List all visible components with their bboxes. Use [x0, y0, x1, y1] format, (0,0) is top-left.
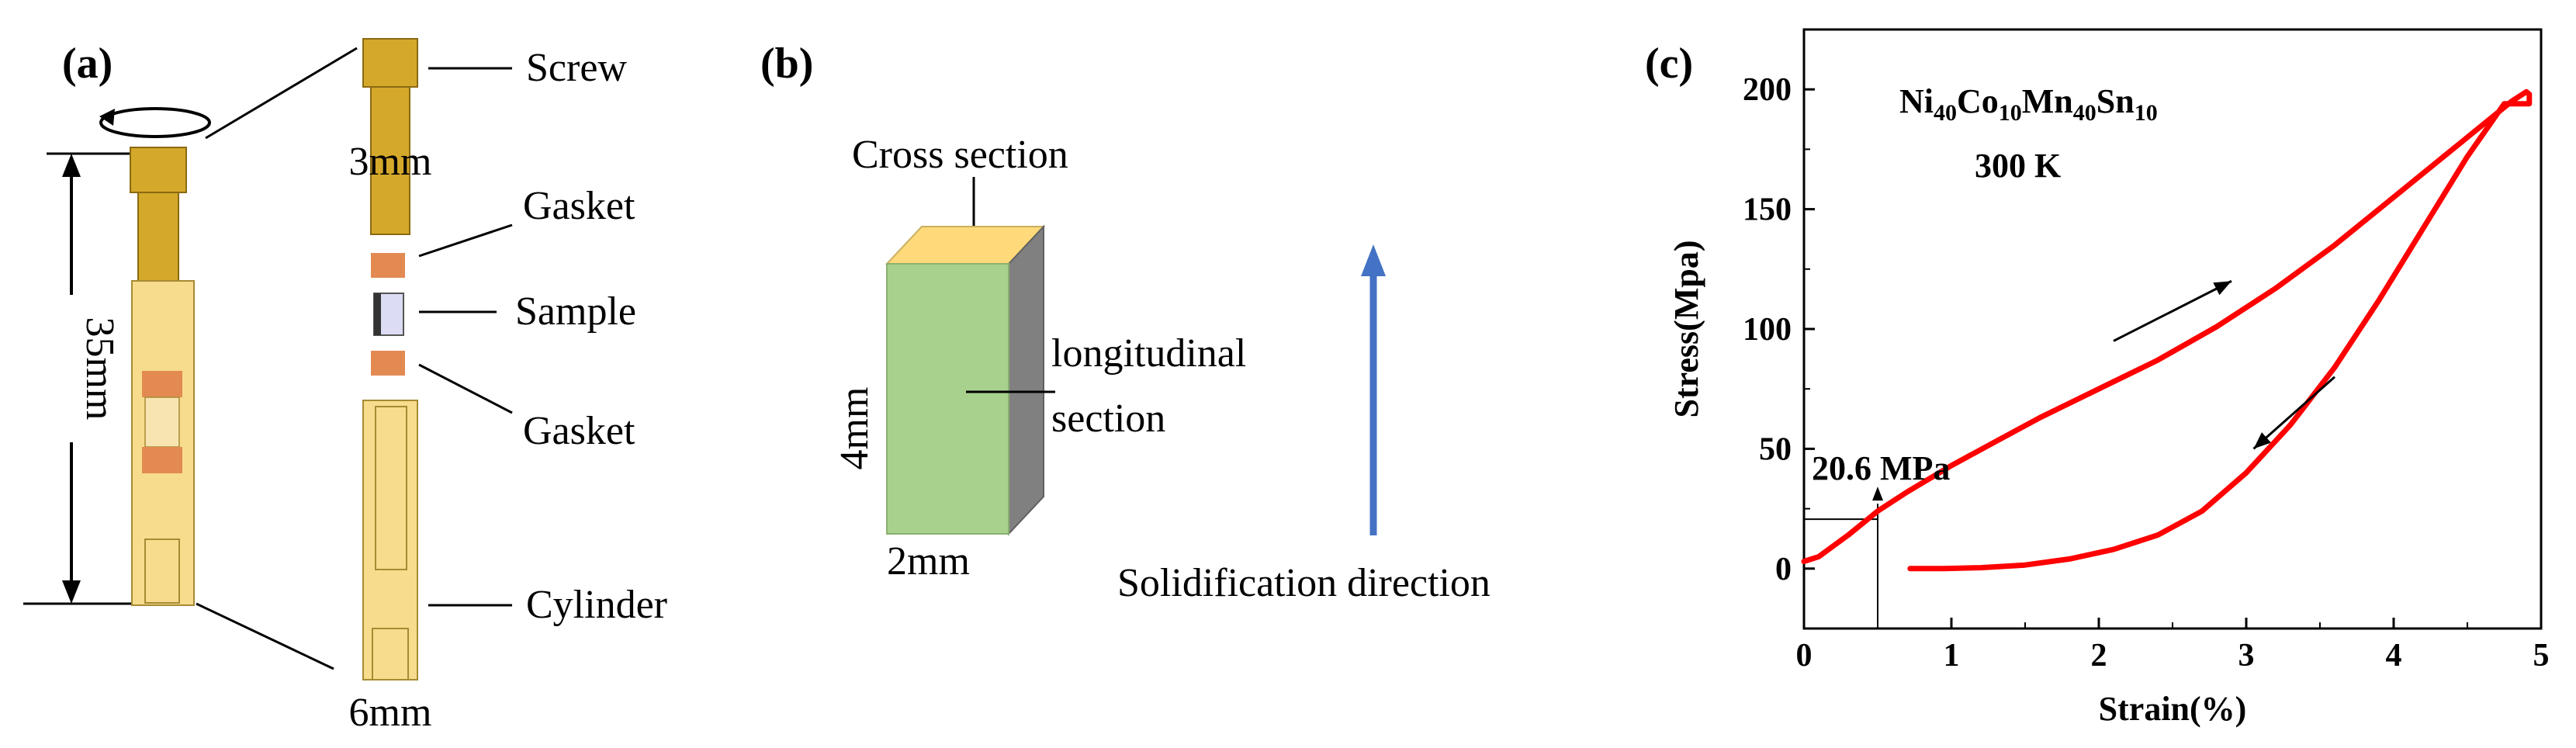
panel-b-label: (b) — [760, 40, 813, 88]
composition-co: Co — [1957, 82, 1999, 120]
x-tick-label: 0 — [1796, 638, 1813, 674]
part-label-screw: Screw — [526, 46, 627, 90]
block-side-face — [1008, 224, 1044, 536]
direction-arrows — [2113, 279, 2335, 450]
panel-c-label: (c) — [1645, 40, 1693, 88]
exploded-screw-head — [362, 38, 418, 88]
stress-annotation: 20.6 MPa — [1812, 449, 1950, 487]
dim-arrow-up-icon — [62, 154, 81, 177]
dim-length-label: 35mm — [78, 317, 122, 421]
composition-ni: Ni — [1899, 82, 1934, 120]
longitudinal-label-2: section — [1051, 397, 1165, 441]
assembled-gasket-top — [142, 371, 182, 397]
rotation-arrowhead-icon — [99, 109, 115, 126]
longitudinal-label-1: longitudinal — [1051, 331, 1246, 376]
part-label-cylinder: Cylinder — [526, 583, 667, 627]
block-height-label: 4mm — [833, 387, 877, 470]
panel-b: (b) Cross section longitudinal section 4… — [760, 40, 1491, 605]
part-label-gasket-top: Gasket — [523, 184, 635, 228]
dim-arrow-down-icon — [62, 580, 81, 604]
rotation-arrow-icon — [99, 107, 211, 138]
x-tick-label: 1 — [1944, 638, 1960, 674]
temperature-label: 300 K — [1975, 147, 2061, 185]
assembled-screw-shaft — [137, 192, 179, 282]
exploded-cylinder — [362, 400, 418, 680]
exploded-cylinder-base — [372, 628, 409, 680]
block-width-label: 2mm — [887, 539, 970, 584]
exploded-sample-edge — [374, 293, 381, 335]
y-tick-label: 100 — [1743, 312, 1792, 348]
loading-arrow — [2113, 279, 2232, 342]
guide-arrow-icon — [1872, 487, 1883, 501]
composition-sn-sub: 10 — [2135, 100, 2158, 126]
x-axis-title: Strain(%) — [2099, 690, 2247, 728]
connector-bottom — [196, 602, 334, 670]
composition-co-sub: 10 — [1999, 100, 2022, 126]
exploded-cylinder-bore — [375, 406, 407, 570]
x-tick-label: 2 — [2091, 638, 2107, 674]
assembled-gasket-bottom — [142, 447, 182, 473]
unloading-arrow — [2252, 376, 2335, 450]
assembled-sample — [144, 397, 180, 448]
panel-c: (c) Strain(%) Stress(Mpa) Ni40Co10Mn40Sn… — [1645, 28, 2550, 728]
curve-layer — [1801, 88, 2533, 572]
loading-arrowhead-icon — [2213, 281, 2231, 296]
x-tick-label: 4 — [2386, 638, 2402, 674]
gasket-top-leader — [418, 223, 513, 258]
y-axis-title: Stress(Mpa) — [1667, 241, 1705, 418]
exploded-gasket-bottom — [371, 351, 405, 376]
y-tick-label: 50 — [1759, 431, 1792, 467]
composition-sn: Sn — [2096, 82, 2135, 120]
solidification-label: Solidification direction — [1117, 561, 1491, 605]
gasket-bottom-leader — [418, 363, 513, 414]
connector-top — [205, 47, 358, 140]
unloading-arrowhead-icon — [2253, 432, 2271, 449]
y-tick-label: 150 — [1743, 192, 1792, 228]
screw-diameter-label: 3mm — [349, 140, 432, 184]
panel-a-label: (a) — [62, 40, 113, 88]
assembled-screw-head — [130, 147, 187, 193]
x-tick-label: 5 — [2533, 638, 2550, 674]
exploded-screw-shaft — [370, 86, 410, 235]
stress-strain-curve — [1801, 88, 2533, 572]
composition-ni-sub: 40 — [1934, 100, 1957, 126]
cross-section-label: Cross section — [852, 133, 1068, 177]
composition-mn-sub: 40 — [2073, 100, 2096, 126]
x-tick-label: 3 — [2238, 638, 2255, 674]
part-label-gasket-bottom: Gasket — [523, 409, 635, 453]
panel-a: (a) 35mm 3mm 6mm — [23, 38, 667, 735]
block-front-face — [886, 263, 1009, 535]
y-tick-label: 0 — [1775, 552, 1792, 587]
dim-label-bg — [43, 295, 102, 442]
assembled-cylinder-bore — [144, 538, 180, 604]
composition-label: Ni40Co10Mn40Sn10 — [1899, 82, 2158, 126]
solidification-arrow-icon — [1361, 244, 1386, 276]
composition-mn: Mn — [2022, 82, 2073, 120]
exploded-gasket-top — [371, 253, 405, 278]
y-tick-label: 200 — [1743, 72, 1792, 108]
cylinder-diameter-label: 6mm — [349, 691, 432, 735]
part-label-sample: Sample — [515, 289, 636, 334]
